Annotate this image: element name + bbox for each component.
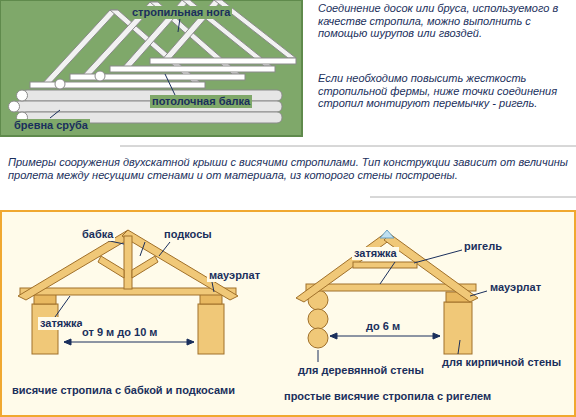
note-text: Соединение досок или бруса, используемог… [318,2,570,40]
caption-text: простые висячие стропила с ригелем [282,390,493,403]
intro-text: Примеры сооружения двухскатной крыши с в… [8,156,570,181]
part-label: бревна сруба [12,119,90,132]
part-label: затяжка [352,247,399,260]
part-label: для кирпичной стены [440,356,563,369]
part-label: мауэрлат [207,269,262,282]
part-label: потолочная балка [150,95,252,108]
caption-text: висячие стропила с бабкой и подкосами [10,384,237,397]
dimension-label: от 9 м до 10 м [80,326,159,339]
part-label: бабка [80,228,115,241]
dimension-label: до 6 м [364,320,402,333]
note-text: Если необходимо повысить жесткость строп… [318,72,570,110]
part-label: ригель [462,240,504,253]
part-label: для деревянной стены [296,364,426,377]
part-label: затяжка [38,317,85,330]
part-label: подкосы [162,228,214,241]
part-label: стропильная нога [130,6,232,19]
part-label: мауэрлат [488,281,543,294]
